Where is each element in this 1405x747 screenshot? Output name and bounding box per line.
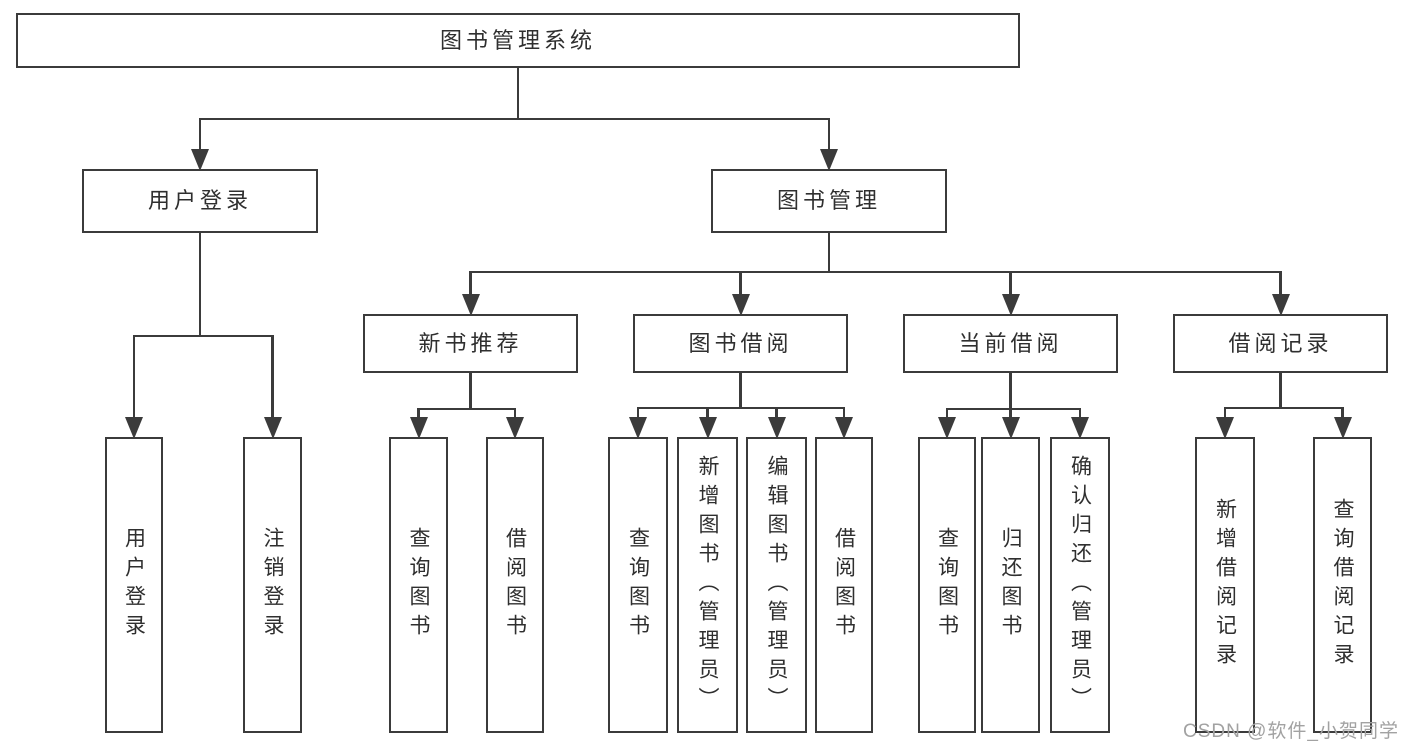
connector-line <box>636 408 640 419</box>
arrowhead-icon <box>767 417 786 439</box>
arrowhead-icon <box>1001 294 1020 316</box>
connector-line <box>469 373 472 409</box>
connector-line <box>417 407 517 411</box>
connector-line <box>132 336 136 419</box>
arrowhead-icon <box>125 417 143 439</box>
node-bw-query: 查询图书 <box>608 437 668 733</box>
node-login: 用户登录 <box>82 169 318 233</box>
node-label-bw-edit: 编辑图书（管理员） <box>765 454 789 716</box>
node-bw-borrow: 借阅图书 <box>815 437 873 733</box>
node-label-logout-leaf: 注销登录 <box>261 527 285 643</box>
connector-line <box>132 334 274 338</box>
node-label-current: 当前借阅 <box>958 330 1063 356</box>
connector-line <box>1009 373 1012 409</box>
arrowhead-icon <box>461 294 480 316</box>
arrowhead-icon <box>731 294 750 316</box>
arrowhead-icon <box>698 417 717 439</box>
node-label-bw-query: 查询图书 <box>626 527 650 643</box>
connector-line <box>513 409 517 419</box>
node-label-rec-add: 新增借阅记录 <box>1213 498 1237 672</box>
node-label-records: 借阅记录 <box>1228 330 1333 356</box>
connector-line <box>739 373 742 408</box>
node-cur-confirm: 确认归还（管理员） <box>1050 437 1110 733</box>
node-cur-query: 查询图书 <box>918 437 976 733</box>
arrowhead-icon <box>1071 417 1089 439</box>
connector-line <box>636 406 846 410</box>
node-newbook: 新书推荐 <box>363 314 578 373</box>
node-current: 当前借阅 <box>903 314 1118 373</box>
connector-line <box>842 408 846 419</box>
node-bw-edit: 编辑图书（管理员） <box>746 437 807 733</box>
node-label-root: 图书管理系统 <box>439 27 596 53</box>
node-rec-query: 查询借阅记录 <box>1313 437 1372 733</box>
connector-line <box>1279 272 1282 296</box>
connector-line <box>198 233 202 336</box>
connector-line <box>1223 408 1227 419</box>
connector-line <box>739 272 742 296</box>
arrowhead-icon <box>1216 417 1234 439</box>
node-nb-query: 查询图书 <box>389 437 448 733</box>
node-borrow: 图书借阅 <box>633 314 848 373</box>
arrowhead-icon <box>191 149 209 171</box>
node-nb-borrow: 借阅图书 <box>486 437 544 733</box>
connector-line <box>775 408 778 419</box>
connector-line <box>1341 408 1344 419</box>
node-label-cur-return: 归还图书 <box>999 527 1023 643</box>
connector-line <box>1009 409 1012 419</box>
arrowhead-icon <box>1333 417 1352 439</box>
node-label-nb-query: 查询图书 <box>407 527 431 643</box>
connector-line <box>469 270 1282 274</box>
connector-line <box>827 233 831 272</box>
node-label-cur-confirm: 确认归还（管理员） <box>1068 454 1092 716</box>
connector-line <box>198 117 831 121</box>
node-bw-add: 新增图书（管理员） <box>677 437 738 733</box>
node-label-user-login-leaf: 用户登录 <box>122 527 146 643</box>
node-label-newbook: 新书推荐 <box>418 330 523 356</box>
arrowhead-icon <box>1001 417 1020 439</box>
node-cur-return: 归还图书 <box>981 437 1040 733</box>
node-rec-add: 新增借阅记录 <box>1195 437 1255 733</box>
arrowhead-icon <box>629 417 647 439</box>
connector-line <box>516 68 520 119</box>
node-label-nb-borrow: 借阅图书 <box>503 527 527 643</box>
connector-line <box>469 272 472 296</box>
arrowhead-icon <box>506 417 524 439</box>
connector-line <box>417 409 420 419</box>
arrowhead-icon <box>263 417 282 439</box>
connector-line <box>271 336 274 419</box>
node-records: 借阅记录 <box>1173 314 1388 373</box>
arrowhead-icon <box>938 417 956 439</box>
arrowhead-icon <box>820 149 838 171</box>
node-label-bw-add: 新增图书（管理员） <box>696 454 720 716</box>
connector-line <box>706 408 709 419</box>
connector-line <box>198 119 202 151</box>
arrowhead-icon <box>835 417 853 439</box>
node-label-cur-query: 查询图书 <box>935 527 959 643</box>
node-root: 图书管理系统 <box>16 13 1020 68</box>
node-label-login: 用户登录 <box>147 188 252 213</box>
connector-line <box>1078 409 1082 419</box>
node-label-borrow: 图书借阅 <box>688 330 793 356</box>
arrowhead-icon <box>409 417 428 439</box>
connector-line <box>827 119 831 151</box>
node-mgmt: 图书管理 <box>711 169 947 233</box>
node-user-login-leaf: 用户登录 <box>105 437 163 733</box>
csdn-watermark: CSDN @软件_小贺同学 <box>1183 721 1399 742</box>
node-label-bw-borrow: 借阅图书 <box>832 527 856 643</box>
connector-line <box>945 407 1082 411</box>
arrowhead-icon <box>1271 294 1290 316</box>
node-label-rec-query: 查询借阅记录 <box>1331 498 1355 672</box>
connector-line <box>1009 272 1012 296</box>
node-logout-leaf: 注销登录 <box>243 437 302 733</box>
connector-line <box>945 409 949 419</box>
connector-line <box>1279 373 1282 408</box>
connector-line <box>1223 406 1344 410</box>
node-label-mgmt: 图书管理 <box>776 188 881 213</box>
